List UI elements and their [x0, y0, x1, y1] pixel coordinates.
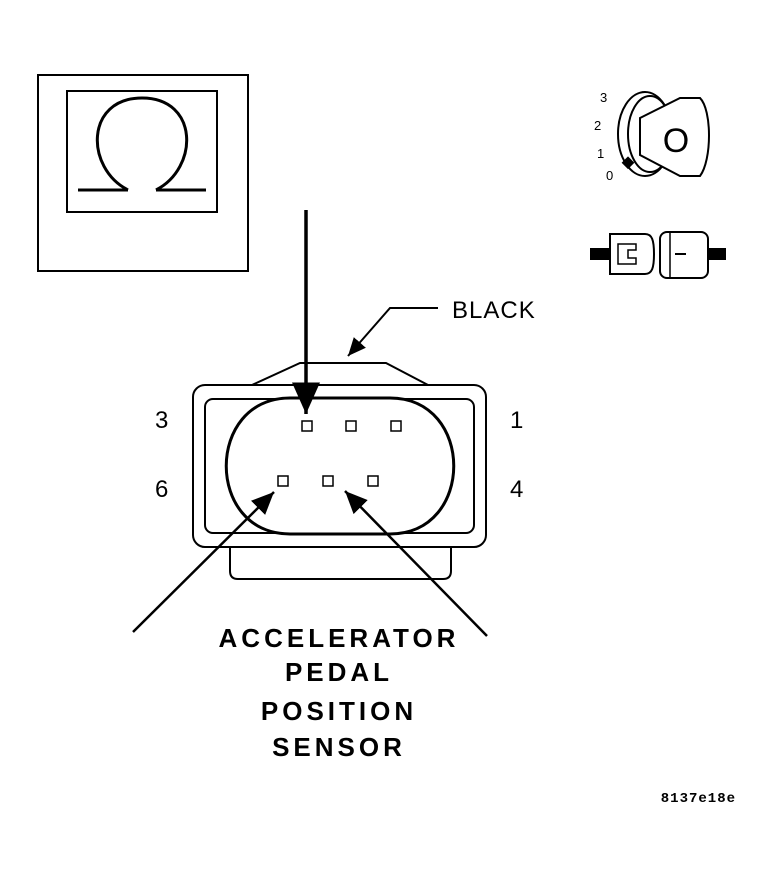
ignition-key-label: O [663, 122, 689, 160]
title-line-1: ACCELERATOR [219, 623, 460, 653]
connector-pin-5 [322, 475, 334, 487]
ignition-position-0: 0 [606, 168, 613, 183]
probe-arrow-pin-5 [344, 490, 488, 637]
title-line-2: PEDAL [285, 657, 393, 687]
pin-label-4: 4 [510, 476, 523, 503]
connector-pin-3 [301, 420, 313, 432]
connector-disconnect-icon [590, 231, 726, 279]
ohmmeter-box [37, 74, 249, 272]
ignition-key-icon: 3 2 1 0 O [594, 90, 710, 183]
component-title: ACCELERATOR PEDAL POSITION SENSOR [219, 623, 460, 762]
title-line-3: POSITION [261, 696, 417, 726]
title-line-4: SENSOR [272, 732, 406, 762]
ohm-icon [78, 96, 206, 192]
connector-body [192, 362, 487, 580]
pin-label-3: 3 [155, 407, 168, 434]
probe-arrow-pin-6 [132, 491, 275, 633]
figure-id: 8137e18e [661, 791, 736, 807]
connector-color-label: BLACK [452, 297, 536, 324]
connector-pin-6 [277, 475, 289, 487]
pin-label-6: 6 [155, 476, 168, 503]
connector-pin-4 [367, 475, 379, 487]
connector-pin-2 [345, 420, 357, 432]
ignition-position-1: 1 [597, 146, 604, 161]
ignition-position-2: 2 [594, 118, 601, 133]
color-leader [347, 307, 438, 357]
connector-pin-1 [390, 420, 402, 432]
ignition-position-3: 3 [600, 90, 607, 105]
pin-label-1: 1 [510, 407, 523, 434]
